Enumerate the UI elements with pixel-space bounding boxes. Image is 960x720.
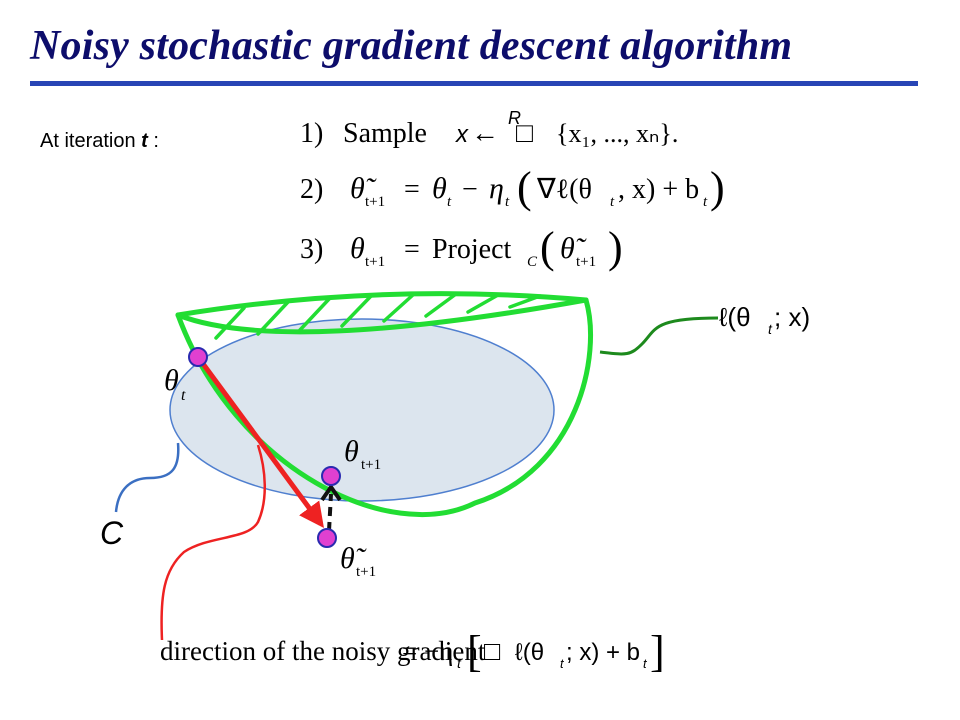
step3-op: Project <box>432 234 512 265</box>
step1-number: 1) <box>300 118 323 149</box>
title-underline <box>30 81 918 86</box>
bottom-box: □ <box>484 636 501 666</box>
step3-number: 3) <box>300 234 323 265</box>
step3-lhs-sub: t+1 <box>365 254 385 270</box>
iteration-label-suffix: : <box>147 130 159 152</box>
gradient-label-leader <box>160 444 266 641</box>
theta-next-label: θ t+1 <box>344 435 381 473</box>
loss-label: ℓ(θ t ; x) <box>719 302 810 337</box>
step3-op-sub: C <box>527 254 538 270</box>
step2-paren-open: ( <box>517 163 532 212</box>
theta-tilde-point <box>317 528 337 548</box>
loss-surface-hatching <box>214 292 542 340</box>
iteration-label: At iteration t : <box>40 130 159 153</box>
step2-theta-sub: t <box>447 194 452 210</box>
step2-theta: θ <box>432 172 447 205</box>
step2-grad-sub: t <box>610 194 615 210</box>
theta-tilde-label: θ̃ t+1 <box>340 542 376 580</box>
bottom-loss-sub: t <box>560 656 565 671</box>
step1-arrow: ← <box>471 118 499 149</box>
theta-t-label: θ t <box>164 364 186 404</box>
noisy-gradient-formula: direction of the noisy gradient = −η t [… <box>160 627 665 676</box>
iteration-label-prefix: At iteration <box>40 130 142 152</box>
step2-eq: = <box>404 174 420 205</box>
step2-eta: η <box>489 172 504 205</box>
projection-dashed-line <box>327 493 333 532</box>
set-label: C <box>100 515 124 551</box>
theta-next-point <box>321 466 341 486</box>
loss-surface-rim-lower <box>175 297 589 335</box>
slide-title: Noisy stochastic gradient descent algori… <box>30 23 793 69</box>
gradient-step-arrow <box>195 355 324 529</box>
bottom-bracket-close: ] <box>650 627 665 676</box>
step2-lhs-sub: t+1 <box>365 194 385 210</box>
step-2: 2) θ̃ t+1 = θ t − η t ( ∇ℓ(θ t , x) + b … <box>300 163 725 212</box>
bottom-prefix: direction of the noisy gradient <box>160 636 486 666</box>
loss-label-sub: t <box>768 321 773 337</box>
step2-paren-close: ) <box>710 163 725 212</box>
iteration-label-var: t <box>141 130 148 152</box>
step1-word: Sample <box>343 118 427 149</box>
step1-arrow-sup: R <box>508 108 521 128</box>
step3-paren-close: ) <box>608 223 623 272</box>
step1-box: □ <box>516 118 533 149</box>
theta-t-point <box>188 347 208 367</box>
loss-label-main: ℓ(θ <box>719 302 751 332</box>
step1-set: {x₁, ..., xₙ}. <box>556 119 678 148</box>
bottom-eta-sub: t <box>457 655 462 671</box>
step-1: 1) Sample x ← R □ {x₁, ..., xₙ}. <box>300 108 678 149</box>
step3-paren-open: ( <box>540 223 555 272</box>
step2-grad: ∇ℓ(θ <box>536 174 592 205</box>
bottom-eq: = −η <box>402 636 453 666</box>
bottom-b-sub: t <box>643 656 648 671</box>
step3-eq: = <box>404 234 420 265</box>
set-label-leader <box>114 442 180 513</box>
loss-surface-rim <box>175 291 589 318</box>
bottom-loss-rest: ; x) + b <box>566 639 640 666</box>
step2-number: 2) <box>300 174 323 205</box>
bottom-bracket-open: [ <box>467 627 482 676</box>
projection-arrow-head <box>320 483 342 502</box>
theta-next-sub: t+1 <box>361 457 381 473</box>
step3-lhs: θ <box>350 232 365 265</box>
step2-b-sub: t <box>703 194 708 210</box>
theta-t-symbol: θ <box>164 364 179 397</box>
step3-arg-sub: t+1 <box>576 254 596 270</box>
theta-t-sub: t <box>181 387 186 404</box>
step-3: 3) θ t+1 = Project C ( θ̃ t+1 ) <box>300 223 623 272</box>
step2-eta-sub: t <box>505 194 510 210</box>
theta-tilde-sub: t+1 <box>356 564 376 580</box>
bottom-loss: ℓ(θ <box>515 639 544 666</box>
step2-minus: − <box>462 174 478 205</box>
step1-var: x <box>455 121 469 148</box>
step2-grad-rest: , x) + b <box>618 174 699 205</box>
algorithm-steps: 1) Sample x ← R □ {x₁, ..., xₙ}. 2) θ̃ t… <box>300 108 725 272</box>
loss-label-rest: ; x) <box>774 302 810 332</box>
theta-next-symbol: θ <box>344 435 359 468</box>
loss-label-leader <box>599 316 719 356</box>
constraint-set-ellipse <box>169 318 555 502</box>
